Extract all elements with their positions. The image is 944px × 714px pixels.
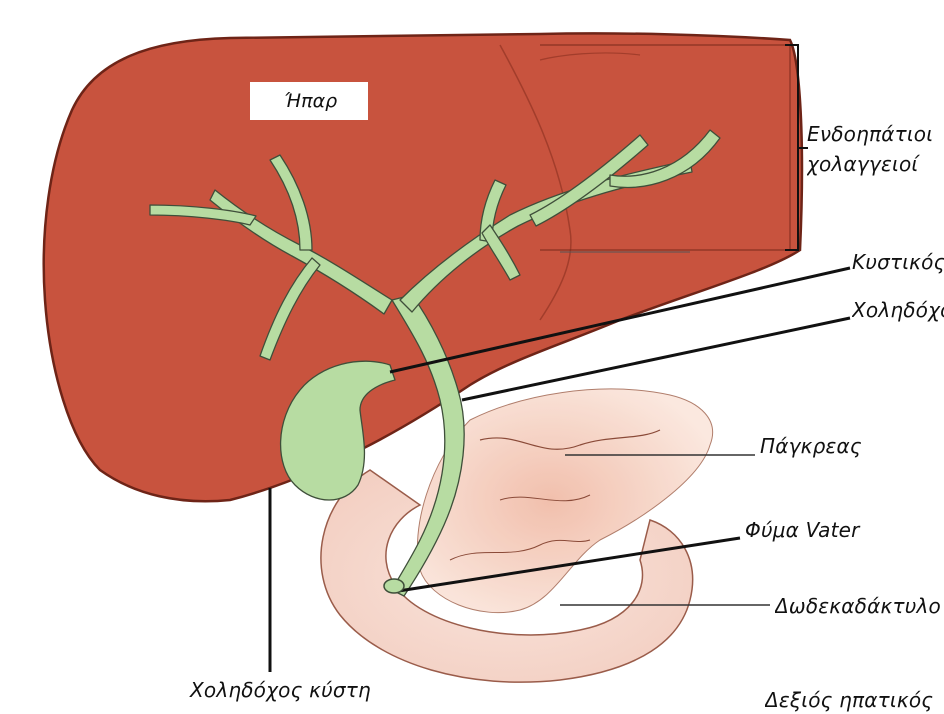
label-pancreas: Πάγκρεας xyxy=(760,434,944,458)
label-duodenum: Δωδεκαδάκτυλο xyxy=(775,594,944,618)
label-intrahepatic-ducts-line1: Ενδοηπάτιοι xyxy=(807,122,944,146)
label-common-bile-duct: Χοληδόχος xyxy=(852,298,944,322)
label-right-lobe: Δεξιός ηπατικός xyxy=(765,688,944,712)
label-vater: Φύμα Vater xyxy=(745,518,944,542)
label-gallbladder: Χοληδόχος κύστη xyxy=(190,678,371,702)
label-liver: Ήπαρ xyxy=(250,82,368,120)
label-intrahepatic-ducts-line2: χολαγγειοί xyxy=(807,152,944,176)
vater-papilla xyxy=(384,579,404,593)
label-cystic-duct: Κυστικός xyxy=(852,250,944,274)
